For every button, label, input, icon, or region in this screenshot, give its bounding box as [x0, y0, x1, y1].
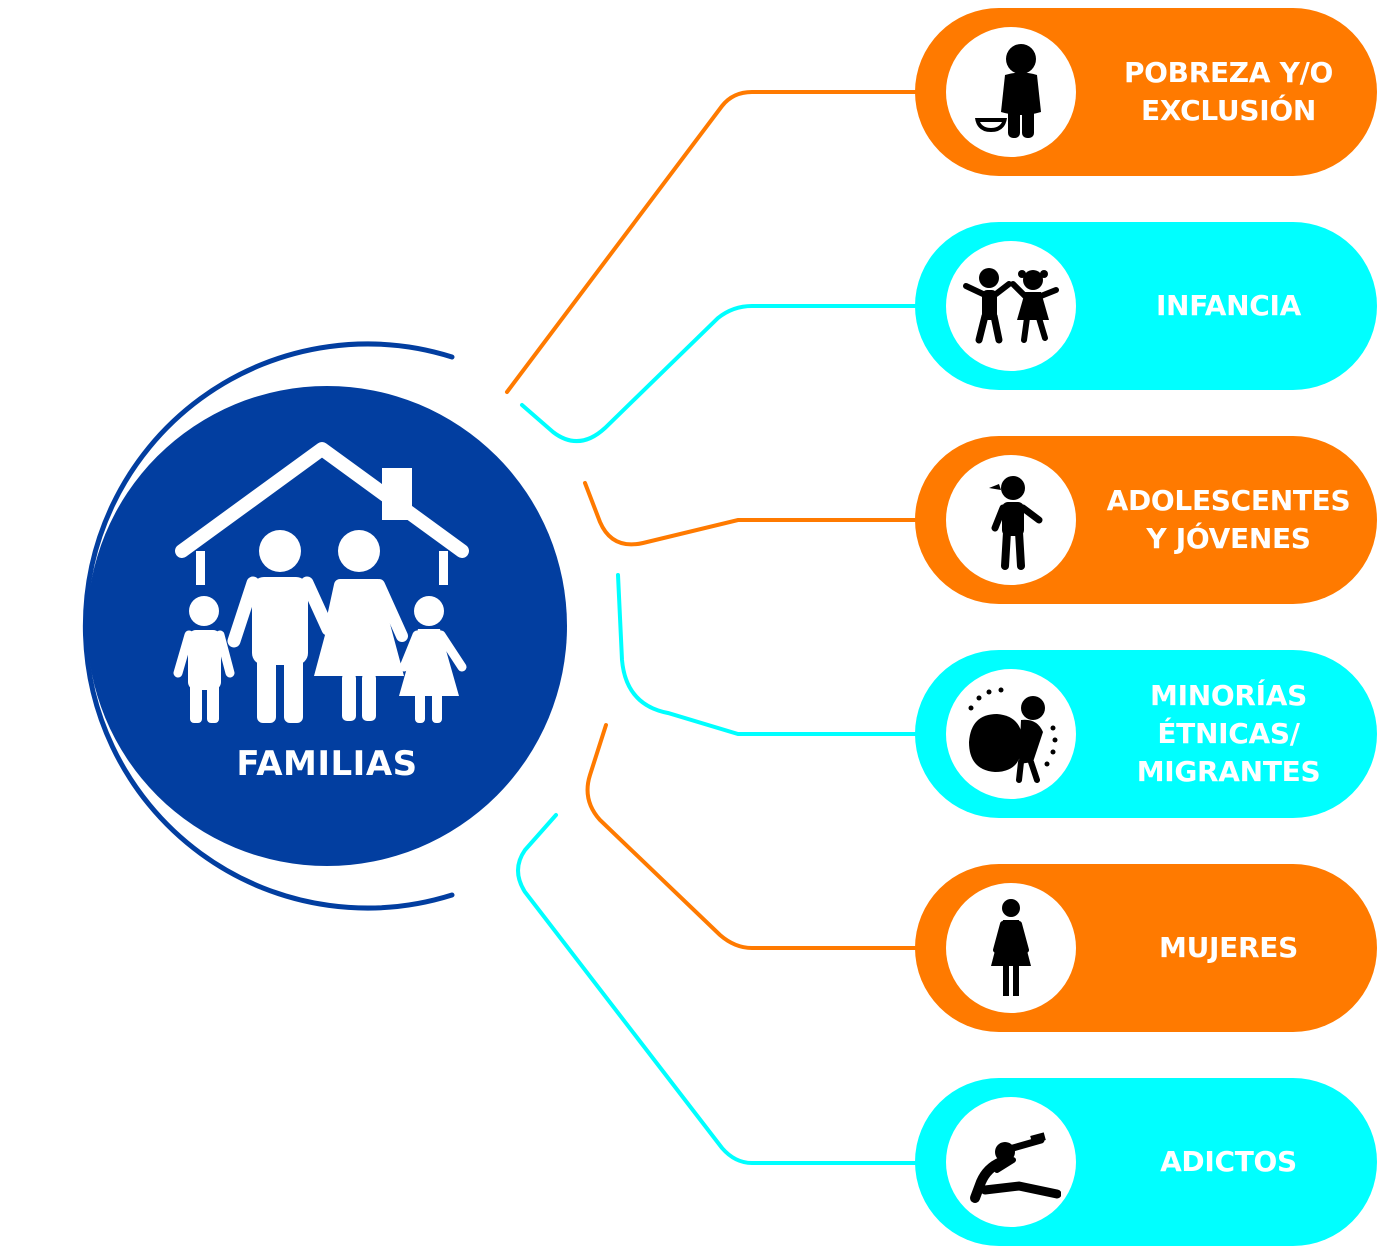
category-label: POBREZA Y/O EXCLUSIÓN [1123, 56, 1334, 127]
category-label: ADICTOS [1160, 1145, 1297, 1178]
connector-women [585, 723, 920, 950]
families-center-circle: FAMILIAS [87, 386, 567, 866]
connector-childhood [520, 304, 920, 443]
category-minorities[interactable]: MINORÍAS ÉTNICAS/ MIGRANTES [915, 650, 1377, 818]
family-house-icon [173, 442, 469, 723]
seated-beggar-icon [975, 44, 1041, 138]
outer-ring-arc [82, 341, 455, 911]
category-label: ADOLESCENTES Y JÓVENES [1106, 484, 1351, 555]
category-label: MUJERES [1159, 931, 1298, 964]
connector-addicts [516, 813, 920, 1165]
category-label: INFANCIA [1155, 289, 1302, 322]
category-youth[interactable]: ADOLESCENTES Y JÓVENES [915, 436, 1377, 604]
migrant-bundle-icon [968, 687, 1058, 783]
teen-cap-icon [989, 476, 1043, 570]
children-playing-icon [963, 268, 1059, 344]
category-addicts[interactable]: ADICTOS [915, 1078, 1377, 1246]
woman-icon [991, 899, 1031, 996]
category-label: MINORÍAS ÉTNICAS/ MIGRANTES [1136, 679, 1321, 788]
category-poverty[interactable]: POBREZA Y/O EXCLUSIÓN [915, 8, 1377, 176]
connector-poverty [505, 90, 920, 394]
person-drinking-icon [970, 1132, 1061, 1203]
connector-youth [583, 481, 920, 547]
families-label: FAMILIAS [236, 744, 418, 784]
connector-minorities [616, 573, 920, 736]
category-childhood[interactable]: INFANCIA [915, 222, 1377, 390]
category-women[interactable]: MUJERES [915, 864, 1377, 1032]
